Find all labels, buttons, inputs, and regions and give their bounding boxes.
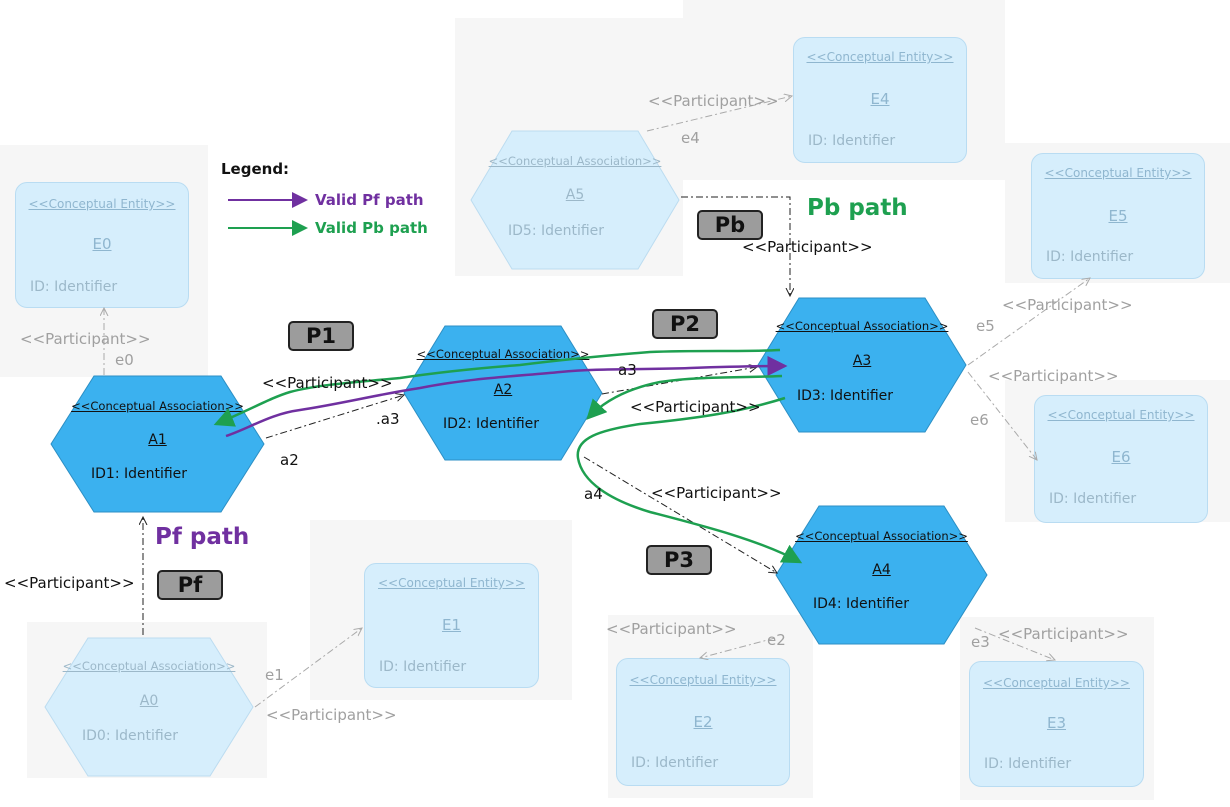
- connector-a0-e1: [254, 628, 362, 708]
- association-stereotype: <<Conceptual Association>>: [775, 319, 949, 333]
- entity-e4[interactable]: <<Conceptual Entity>> E4 ID: Identifier: [793, 37, 967, 163]
- association-a2[interactable]: <<Conceptual Association>> A2 ID2: Ident…: [403, 325, 603, 461]
- association-a0[interactable]: <<Conceptual Association>> A0 ID0: Ident…: [44, 637, 254, 777]
- association-id: ID1: Identifier: [91, 466, 188, 482]
- badge-pf: Pf: [157, 570, 223, 600]
- pb-path-branch-a2: [586, 374, 783, 420]
- badge-pb: Pb: [697, 210, 763, 240]
- entity-e1[interactable]: <<Conceptual Entity>> E1 ID: Identifier: [364, 563, 539, 688]
- association-id: ID2: Identifier: [443, 416, 540, 432]
- connector-a4-e3: [974, 627, 1055, 660]
- entity-name: E0: [92, 235, 112, 253]
- association-name: A4: [872, 562, 891, 578]
- badge-p1: P1: [288, 321, 354, 351]
- entity-name: E3: [1046, 714, 1067, 732]
- legend-pb-label: Valid Pb path: [315, 219, 428, 237]
- participant-label-e0: <<Participant>>: [20, 330, 151, 348]
- connector-a5-e4: [646, 96, 792, 132]
- participant-label-a4: <<Participant>>: [651, 484, 782, 502]
- edge-label-e4: e4: [681, 129, 700, 147]
- participant-label-e3: <<Participant>>: [998, 625, 1129, 643]
- entity-stereotype: <<Conceptual Entity>>: [806, 50, 954, 64]
- entity-name: E5: [1108, 207, 1128, 225]
- association-id: ID3: Identifier: [797, 388, 894, 404]
- pb-path-branch-a4: [576, 396, 803, 564]
- association-id: ID4: Identifier: [813, 596, 910, 612]
- edge-label-a2: a2: [280, 451, 299, 469]
- entity-name: E2: [693, 713, 713, 731]
- association-stereotype: <<Conceptual Association>>: [71, 399, 244, 413]
- entity-stereotype: <<Conceptual Entity>>: [983, 676, 1130, 690]
- association-name: A3: [852, 353, 872, 369]
- connector-a3-e5: [967, 278, 1090, 366]
- entity-id: ID: Identifier: [808, 133, 896, 149]
- association-stereotype: <<Conceptual Association>>: [416, 347, 590, 361]
- edge-label-e1: e1: [265, 666, 284, 684]
- participant-label-a3: <<Participant>>: [630, 398, 761, 416]
- entity-stereotype: <<Conceptual Entity>>: [629, 673, 777, 687]
- participant-label-e1: <<Participant>>: [266, 706, 397, 724]
- participant-label-e5: <<Participant>>: [1002, 296, 1133, 314]
- edge-label-e0: e0: [115, 351, 134, 369]
- participant-label-e4: <<Participant>>: [648, 92, 779, 110]
- association-name: A0: [139, 693, 159, 709]
- edge-label-a3: a3: [618, 361, 637, 379]
- entity-id: ID: Identifier: [1049, 491, 1137, 507]
- entity-e5[interactable]: <<Conceptual Entity>> E5 ID: Identifier: [1031, 153, 1205, 279]
- legend-pf-label: Valid Pf path: [315, 191, 424, 209]
- entity-id: ID: Identifier: [1046, 249, 1134, 265]
- participant-label-a1: <<Participant>>: [4, 574, 135, 592]
- entity-stereotype: <<Conceptual Entity>>: [378, 576, 525, 590]
- entity-name: E1: [441, 616, 462, 634]
- association-a5[interactable]: <<Conceptual Association>> A5 ID5: Ident…: [470, 130, 680, 270]
- association-name: A5: [565, 187, 585, 203]
- edge-label-e2: e2: [767, 631, 786, 649]
- pb-path-title: Pb path: [807, 195, 908, 221]
- edge-label-a3-dot: .a3: [376, 410, 400, 428]
- pb-path-line: [213, 348, 781, 427]
- association-a3[interactable]: <<Conceptual Association>> A3 ID3: Ident…: [757, 297, 967, 433]
- association-stereotype: <<Conceptual Association>>: [795, 529, 968, 543]
- entity-id: ID: Identifier: [631, 755, 719, 771]
- entity-name: E6: [1111, 448, 1131, 466]
- association-name: A2: [493, 382, 513, 398]
- association-a1[interactable]: <<Conceptual Association>> A1 ID1: Ident…: [50, 375, 265, 513]
- badge-p3: P3: [646, 545, 712, 575]
- entity-id: ID: Identifier: [30, 279, 118, 295]
- edge-label-a4: a4: [584, 485, 603, 503]
- pf-path-line: [225, 356, 788, 438]
- participant-label-a5: <<Participant>>: [742, 238, 873, 256]
- participant-label-a2: <<Participant>>: [262, 374, 393, 392]
- entity-e2[interactable]: <<Conceptual Entity>> E2 ID: Identifier: [616, 658, 790, 786]
- entity-id: ID: Identifier: [984, 756, 1072, 772]
- connector-a4-e2: [700, 637, 776, 658]
- entity-e3[interactable]: <<Conceptual Entity>> E3 ID: Identifier: [969, 661, 1144, 787]
- connector-a3-e6: [967, 371, 1037, 460]
- badge-p2: P2: [652, 309, 718, 339]
- association-stereotype: <<Conceptual Association>>: [488, 154, 662, 168]
- participant-label-e2: <<Participant>>: [606, 620, 737, 638]
- edge-label-e3: e3: [971, 633, 990, 651]
- entity-stereotype: <<Conceptual Entity>>: [28, 197, 176, 211]
- entity-e0[interactable]: <<Conceptual Entity>> E0 ID: Identifier: [15, 182, 189, 308]
- connector-a5-a3: [681, 196, 790, 296]
- association-a4[interactable]: <<Conceptual Association>> A4 ID4: Ident…: [775, 505, 988, 645]
- association-name: A1: [148, 432, 167, 448]
- entity-stereotype: <<Conceptual Entity>>: [1044, 166, 1192, 180]
- edge-label-e6: e6: [970, 411, 989, 429]
- entity-e6[interactable]: <<Conceptual Entity>> E6 ID: Identifier: [1034, 395, 1208, 523]
- entity-id: ID: Identifier: [379, 659, 467, 675]
- entity-name: E4: [870, 90, 890, 108]
- pf-path-title: Pf path: [155, 524, 250, 550]
- association-id: ID5: Identifier: [508, 223, 605, 239]
- entity-stereotype: <<Conceptual Entity>>: [1047, 408, 1195, 422]
- connector-a1-a2: [265, 395, 404, 439]
- association-id: ID0: Identifier: [82, 728, 179, 744]
- association-stereotype: <<Conceptual Association>>: [62, 659, 236, 673]
- participant-label-e6: <<Participant>>: [988, 367, 1119, 385]
- legend-title: Legend:: [221, 160, 290, 178]
- edge-label-e5: e5: [976, 317, 995, 335]
